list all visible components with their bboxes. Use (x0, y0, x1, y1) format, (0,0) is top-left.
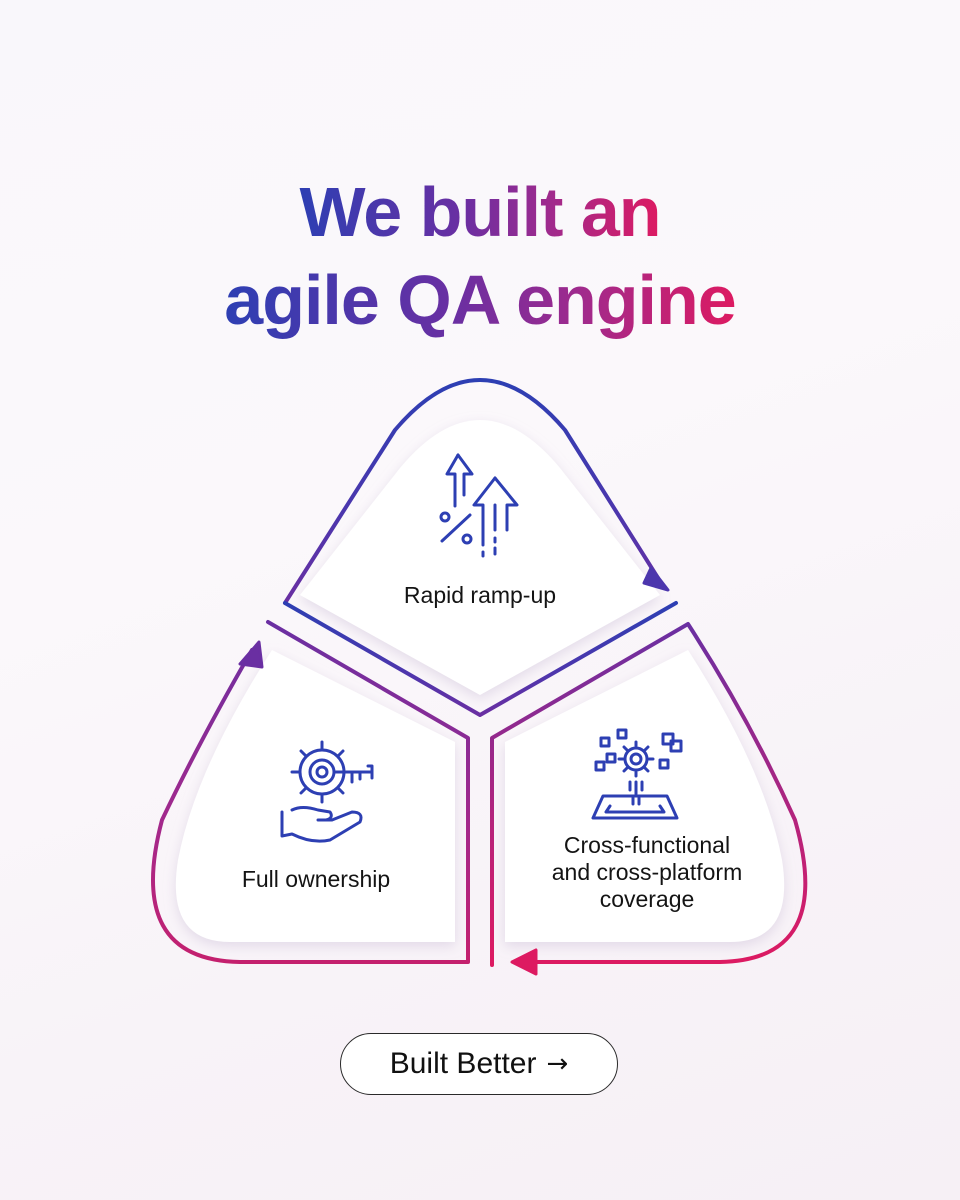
left-segment-outline (151, 620, 470, 964)
right-segment-outline (490, 622, 808, 967)
segment-label-cross-functional: Cross-functional and cross-platform cove… (497, 832, 797, 913)
segment-panels (175, 420, 785, 942)
headline-line-2: agile QA engine (224, 261, 736, 339)
segment-label-line: and cross-platform (551, 859, 743, 885)
segment-label-full-ownership: Full ownership (241, 866, 391, 892)
right-arrowhead-icon (510, 948, 538, 976)
segment-label-rapid-ramp-up: Rapid ramp-up (403, 582, 557, 608)
arrow-right-icon: → (546, 1049, 569, 1079)
top-segment-outline (283, 378, 678, 717)
segment-label-line: coverage (599, 886, 695, 912)
headline: We built an agile QA engine (0, 168, 960, 344)
built-better-button[interactable]: Built Better → (340, 1033, 618, 1095)
top-arrowhead-icon (642, 566, 670, 592)
left-arrowhead-icon (238, 640, 264, 669)
built-better-label: Built Better (389, 1047, 537, 1080)
segment-label-line: Cross-functional (563, 832, 731, 858)
headline-line-1: We built an (299, 173, 661, 251)
platform-gear-blocks-icon (591, 728, 683, 820)
hand-gear-key-icon (280, 740, 374, 843)
growth-arrows-percent-icon (439, 453, 519, 558)
